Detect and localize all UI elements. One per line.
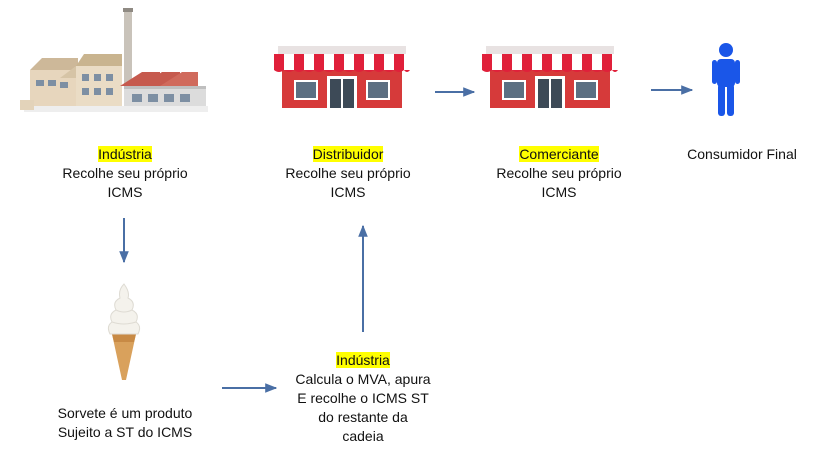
- industria-top-line1: Recolhe seu próprio: [62, 165, 188, 181]
- industria-st-line1: Calcula o MVA, apura: [295, 371, 431, 387]
- industria-top-line2: ICMS: [107, 184, 143, 200]
- distribuidor-title: Distribuidor: [312, 146, 384, 162]
- consumidor-node: Consumidor Final: [667, 145, 817, 164]
- distribuidor-node: Distribuidor Recolhe seu próprio ICMS: [263, 145, 433, 202]
- industria-top-title: Indústria: [98, 146, 152, 162]
- comerciante-line1: Recolhe seu próprio: [496, 165, 622, 181]
- industria-top-node: Indústria Recolhe seu próprio ICMS: [40, 145, 210, 202]
- consumidor-title: Consumidor Final: [687, 146, 797, 162]
- person-icon: [711, 42, 741, 118]
- store-icon: [272, 46, 412, 110]
- industria-st-line2: E recolhe o ICMS ST: [297, 390, 429, 406]
- distribuidor-line2: ICMS: [330, 184, 366, 200]
- comerciante-node: Comerciante Recolhe seu próprio ICMS: [474, 145, 644, 202]
- industria-st-node: Indústria Calcula o MVA, apura E recolhe…: [283, 351, 443, 446]
- sorvete-line2: Sujeito a ST do ICMS: [57, 424, 193, 440]
- industria-st-line4: cadeia: [342, 428, 384, 444]
- store-icon: [480, 46, 620, 110]
- industria-st-title: Indústria: [336, 352, 390, 368]
- comerciante-line2: ICMS: [541, 184, 577, 200]
- factory-icon: [20, 8, 210, 116]
- sorvete-node: Sorvete é um produto Sujeito a ST do ICM…: [40, 404, 210, 442]
- industria-st-line3: do restante da: [318, 409, 408, 425]
- ice-cream-icon: [104, 282, 144, 382]
- sorvete-line1: Sorvete é um produto: [57, 405, 193, 421]
- distribuidor-line1: Recolhe seu próprio: [285, 165, 411, 181]
- comerciante-title: Comerciante: [519, 146, 599, 162]
